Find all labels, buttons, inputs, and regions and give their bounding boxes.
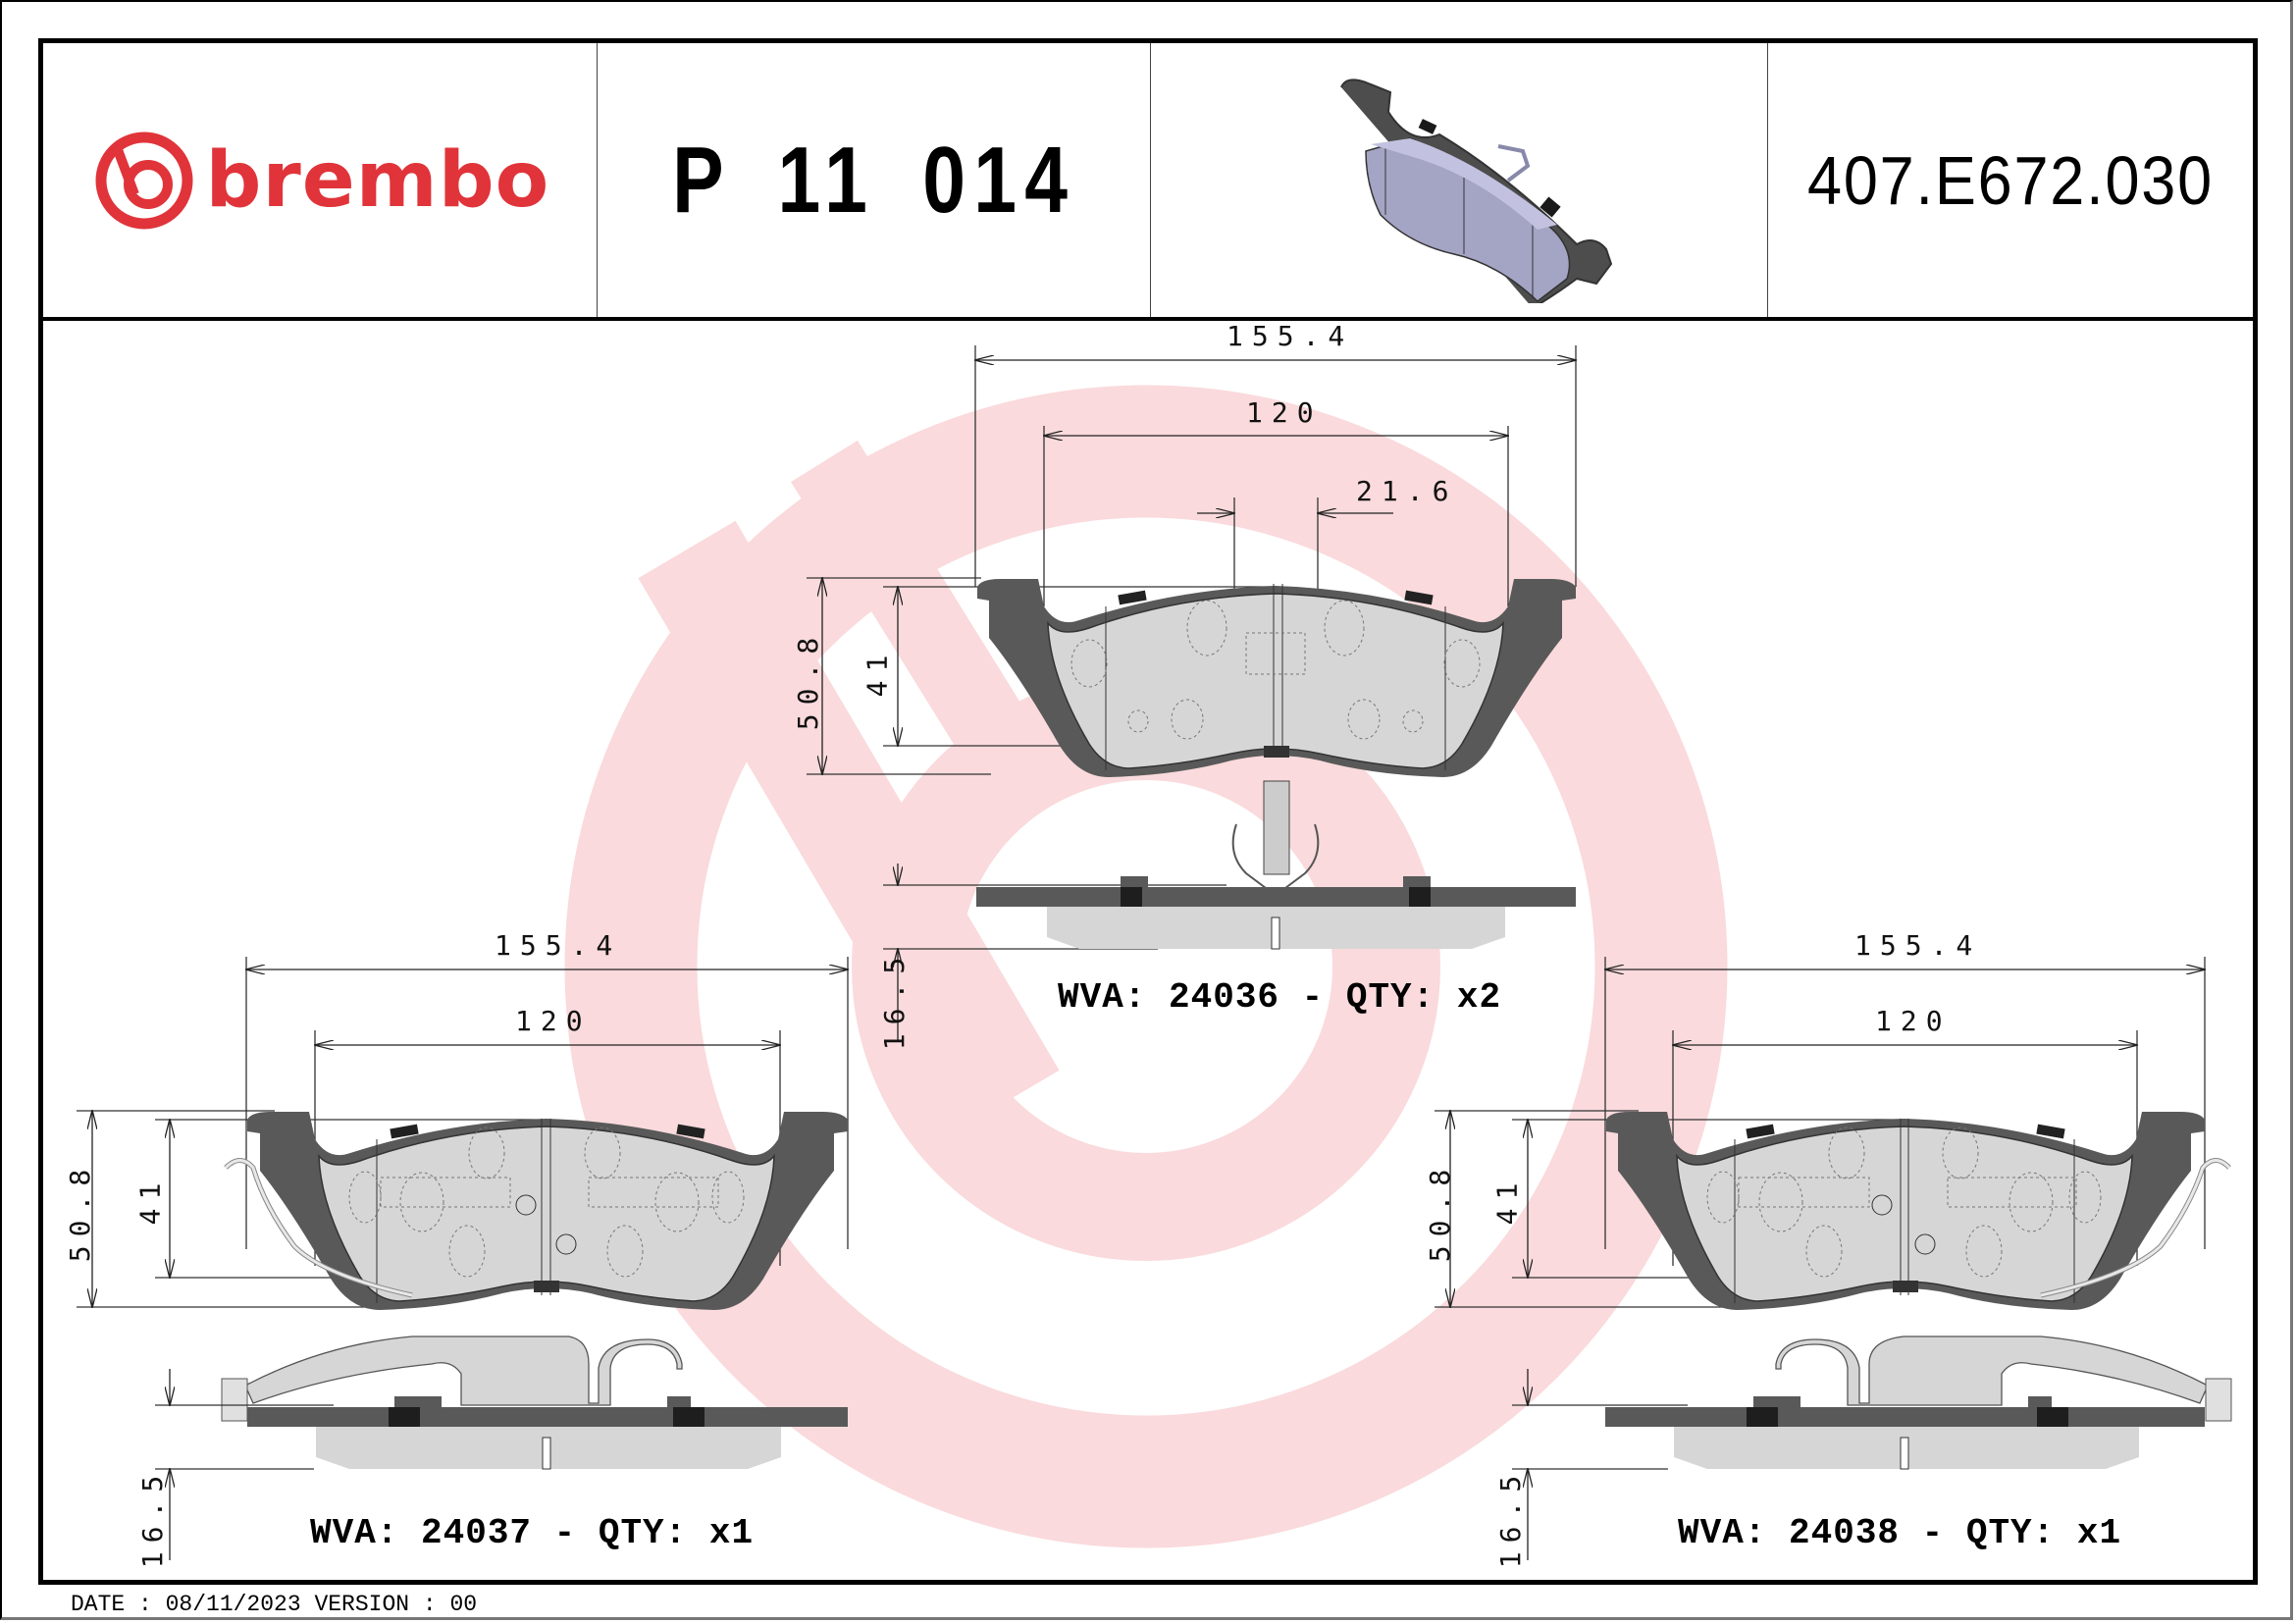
part-number-cell: P 11 014 xyxy=(598,43,1151,317)
drawing-sheet: brembo P 11 014 407.E672.030 xyxy=(38,38,2258,1585)
title-block: brembo P 11 014 407.E672.030 xyxy=(43,43,2253,321)
wva-label-24038: WVA: 24038 - QTY: x1 xyxy=(1678,1513,2122,1553)
dim-height-total-top: 50.8 xyxy=(792,628,825,731)
dim-sensor-offset-top: 21.6 xyxy=(1356,475,1458,507)
part-number: P 11 014 xyxy=(671,127,1076,233)
wva-label-24037: WVA: 24037 - QTY: x1 xyxy=(310,1513,755,1553)
dim-width-total-left: 155.4 xyxy=(495,929,622,962)
brake-pad-render-icon xyxy=(1340,78,1613,303)
dim-height-inner-top: 41 xyxy=(861,646,894,698)
product-image-cell xyxy=(1151,43,1768,317)
dim-width-inner-left: 120 xyxy=(515,1005,592,1037)
dim-height-total-left: 50.8 xyxy=(64,1160,97,1263)
dim-height-inner-left: 41 xyxy=(133,1174,167,1226)
dim-height-total-right: 50.8 xyxy=(1424,1160,1457,1263)
dim-height-inner-right: 41 xyxy=(1490,1174,1524,1226)
dim-width-inner-top: 120 xyxy=(1246,396,1323,429)
reference-cell: 407.E672.030 xyxy=(1768,43,2253,317)
dim-thickness-left: 16.5 xyxy=(136,1466,170,1569)
dim-width-total-right: 155.4 xyxy=(1854,929,1982,962)
reference-code: 407.E672.030 xyxy=(1807,141,2214,219)
dim-thickness-top: 16.5 xyxy=(878,948,912,1051)
wva-label-24036: WVA: 24036 - QTY: x2 xyxy=(1058,977,1502,1018)
dim-width-total-top: 155.4 xyxy=(1226,320,1354,352)
dim-thickness-right: 16.5 xyxy=(1494,1466,1528,1569)
brand-wordmark: brembo xyxy=(205,135,550,225)
brand-cell: brembo xyxy=(43,43,598,317)
brembo-logo: brembo xyxy=(93,130,550,232)
date-version: DATE : 08/11/2023 VERSION : 00 xyxy=(71,1592,478,1617)
brembo-disc-icon xyxy=(95,131,193,229)
dim-width-inner-right: 120 xyxy=(1875,1005,1952,1037)
